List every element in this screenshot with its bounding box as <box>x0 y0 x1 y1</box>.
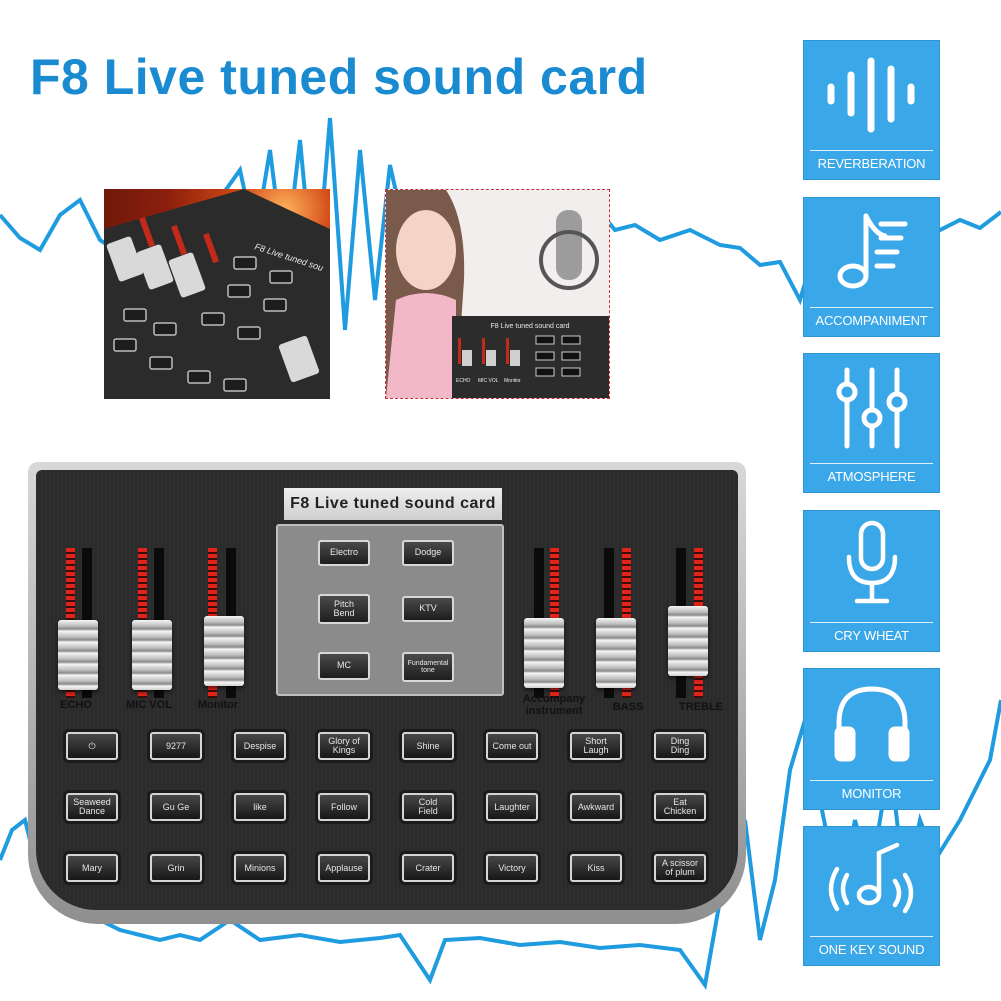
sound-key-button[interactable]: 9277 <box>150 732 202 760</box>
feature-label: CRY WHEAT <box>810 622 933 647</box>
sound-key-button[interactable]: Shine <box>402 732 454 760</box>
feature-label: MONITOR <box>810 780 933 805</box>
music-note-icon <box>804 206 939 306</box>
sound-key-button[interactable]: Laughter <box>486 793 538 821</box>
mc-button[interactable]: MC <box>318 652 370 680</box>
sound-key-button[interactable]: Applause <box>318 854 370 882</box>
sound-key-button[interactable]: Seaweed Dance <box>66 793 118 821</box>
sound-key-button[interactable]: Grin <box>150 854 202 882</box>
fader-label: ECHO <box>60 699 92 711</box>
inset-fader-label: MIC VOL <box>478 378 499 384</box>
inset-fader-label: ECHO <box>456 378 471 384</box>
feature-tile-accompaniment: ACCOMPANIMENT <box>803 197 940 337</box>
effects-panel: Electro Dodge Pitch Bend KTV MC Fundamen… <box>276 524 504 696</box>
sound-wave-icon <box>804 49 939 149</box>
equalizer-sliders-icon <box>804 362 939 462</box>
fundamental-tone-button[interactable]: Fundamental tone <box>402 652 454 682</box>
page-title: F8 Live tuned sound card <box>30 49 648 105</box>
sound-key-button[interactable]: Crater <box>402 854 454 882</box>
feature-tile-monitor: MONITOR <box>803 668 940 810</box>
device-closeup-graphic: F8 Live tuned sou <box>104 189 330 399</box>
feature-tile-reverberation: REVERBERATION <box>803 40 940 180</box>
sound-key-button[interactable]: Come out <box>486 732 538 760</box>
inset-photo-device-closeup: F8 Live tuned sou <box>104 189 330 399</box>
sound-key-button[interactable]: Gu Ge <box>150 793 202 821</box>
feature-label: ATMOSPHERE <box>810 463 933 488</box>
headphones-icon <box>804 677 939 777</box>
sound-key-button[interactable]: A scissor of plum <box>654 854 706 882</box>
fader-label: Monitor <box>197 699 239 711</box>
fader-label: TREBLE <box>679 701 723 713</box>
device-panel: F8 Live tuned sound card Electro Dodge P… <box>36 470 738 910</box>
feature-tile-one-key-sound: ONE KEY SOUND <box>803 826 940 966</box>
feature-label: ACCOMPANIMENT <box>810 307 933 332</box>
singer-graphic: F8 Live tuned sound card ECHO MIC VOL Mo… <box>386 190 609 398</box>
ktv-button[interactable]: KTV <box>402 596 454 622</box>
power-button[interactable]: ⏻ <box>66 732 118 760</box>
electro-button[interactable]: Electro <box>318 540 370 566</box>
fader-knob[interactable] <box>58 620 98 690</box>
fader-label: MIC VOL <box>126 699 172 711</box>
fader-label: Accompany instrument <box>522 693 586 717</box>
inset-device-label: F8 Live tuned sound card <box>491 323 570 330</box>
sound-key-button[interactable]: Ding Ding <box>654 732 706 760</box>
sound-key-button[interactable]: Minions <box>234 854 286 882</box>
sound-key-button[interactable]: Eat Chicken <box>654 793 706 821</box>
sound-key-button[interactable]: Victory <box>486 854 538 882</box>
feature-label: REVERBERATION <box>810 150 933 175</box>
sound-key-button[interactable]: Cold Field <box>402 793 454 821</box>
pitch-bend-button[interactable]: Pitch Bend <box>318 594 370 624</box>
dodge-button[interactable]: Dodge <box>402 540 454 566</box>
music-note-wave-icon <box>804 835 939 935</box>
inset-fader-label: Monitor <box>504 378 521 384</box>
sound-key-button[interactable]: Short Laugh <box>570 732 622 760</box>
fader-knob[interactable] <box>524 618 564 688</box>
fader-knob[interactable] <box>668 606 708 676</box>
sound-key-button[interactable]: Follow <box>318 793 370 821</box>
fader-knob[interactable] <box>132 620 172 690</box>
fader-knob[interactable] <box>596 618 636 688</box>
sound-key-button[interactable]: Awkward <box>570 793 622 821</box>
feature-label: ONE KEY SOUND <box>810 936 933 961</box>
device-title: F8 Live tuned sound card <box>284 488 502 520</box>
microphone-icon <box>804 519 939 619</box>
sound-card-device: F8 Live tuned sound card Electro Dodge P… <box>28 462 746 924</box>
feature-tile-cry-wheat: CRY WHEAT <box>803 510 940 652</box>
sound-key-button[interactable]: Despise <box>234 732 286 760</box>
sound-key-button[interactable]: Kiss <box>570 854 622 882</box>
sound-key-button[interactable]: Mary <box>66 854 118 882</box>
inset-photo-singer: F8 Live tuned sound card ECHO MIC VOL Mo… <box>385 189 610 399</box>
fader-label: BASS <box>612 701 644 713</box>
fader-knob[interactable] <box>204 616 244 686</box>
sound-key-button[interactable]: Glory of Kings <box>318 732 370 760</box>
sound-wave-line-lower <box>0 699 1001 991</box>
sound-key-button[interactable]: like <box>234 793 286 821</box>
feature-tile-atmosphere: ATMOSPHERE <box>803 353 940 493</box>
